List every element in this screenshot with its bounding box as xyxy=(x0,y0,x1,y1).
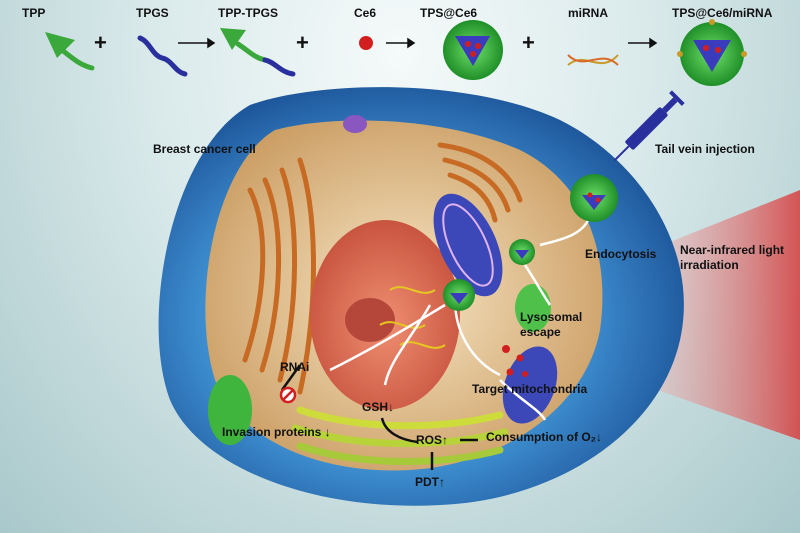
tpgs-icon xyxy=(137,35,188,77)
plus-icon: + xyxy=(296,30,309,55)
tpp-label: TPP xyxy=(22,6,46,20)
nucleolus xyxy=(345,298,395,342)
tps-ce6-label: TPS@Ce6 xyxy=(420,6,478,20)
arrow-icon xyxy=(628,37,658,49)
mirna-label: miRNA xyxy=(568,6,609,20)
nanoparticle xyxy=(443,279,475,311)
ce6-icon xyxy=(359,36,373,50)
nanoparticle xyxy=(509,239,535,265)
vesicle xyxy=(208,375,252,445)
tpp-tpgs-label: TPP-TPGS xyxy=(218,6,279,20)
golgi-apparatus xyxy=(291,406,509,466)
nir-label: Near-infrared light irradiation xyxy=(680,243,785,272)
pdt-label: PDT↑ xyxy=(415,475,445,489)
inhibition-icon xyxy=(279,386,297,404)
arrow-icon xyxy=(178,37,216,49)
mitochondrion xyxy=(433,193,503,297)
ce6-label: Ce6 xyxy=(354,6,377,20)
mirna-icon xyxy=(567,54,619,66)
vesicle xyxy=(343,115,367,133)
pathway-arrows-black xyxy=(280,364,478,470)
rnai-label: RNAi xyxy=(280,360,310,374)
ce6-release xyxy=(502,345,528,377)
mirna-strands xyxy=(379,286,446,349)
syringe-icon xyxy=(613,90,685,162)
tpp-tpgs-icon xyxy=(220,28,296,77)
target-mitochondria-label: Target mitochondria xyxy=(472,382,588,396)
tps-ce6-icon xyxy=(443,20,503,80)
tpp-icon xyxy=(45,32,95,71)
nanoparticle xyxy=(570,174,618,222)
tps-ce6-mirna-icon xyxy=(677,19,747,86)
mitochondrion-inner xyxy=(442,203,494,287)
tpgs-label: TPGS xyxy=(136,6,169,20)
endoplasmic-reticulum xyxy=(242,142,523,395)
lysosomal-escape-label: Lysosomal escape xyxy=(520,310,583,339)
arrow-icon xyxy=(386,37,416,49)
endocytosis-label: Endocytosis xyxy=(585,247,657,261)
invasion-proteins-label: Invasion proteins ↓ xyxy=(222,425,331,439)
mitochondrion xyxy=(502,346,558,424)
tps-ce6-mirna-label: TPS@Ce6/miRNA xyxy=(672,6,773,20)
tail-vein-label: Tail vein injection xyxy=(655,142,755,156)
gsh-label: GSH↓ xyxy=(362,400,395,414)
ros-label: ROS↑ xyxy=(416,433,449,447)
plus-icon: + xyxy=(522,30,535,55)
plus-icon: + xyxy=(94,30,107,55)
breast-cancer-cell-label: Breast cancer cell xyxy=(153,142,256,156)
consumption-o2-label: Consumption of O₂↓ xyxy=(486,430,602,444)
lysosome xyxy=(515,284,551,332)
